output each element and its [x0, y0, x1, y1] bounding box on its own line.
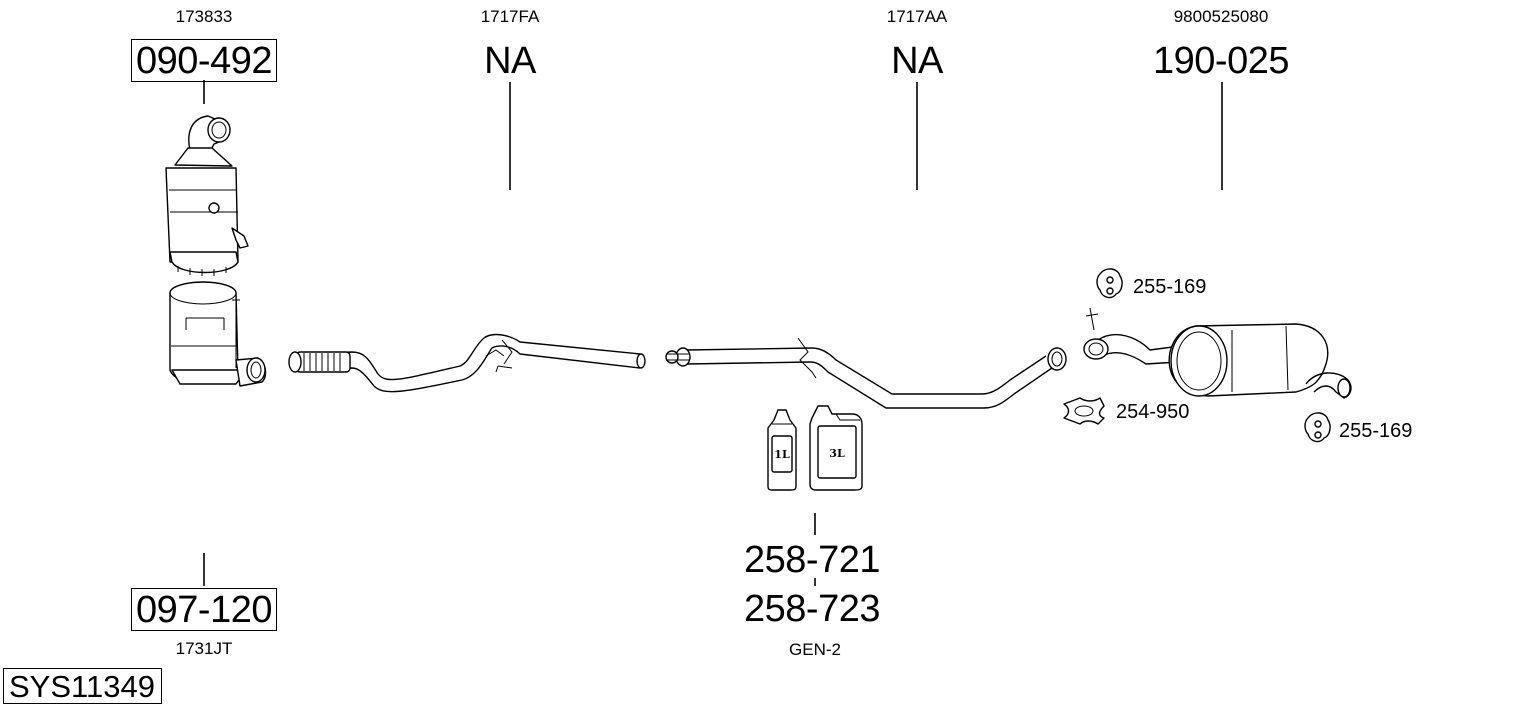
middle-pipe-part-number: NA	[891, 40, 943, 82]
additive-1l-volume: 1L	[774, 448, 790, 461]
additive-3l-container-icon	[809, 405, 863, 491]
rear-silencer-part	[1083, 307, 1352, 399]
additive-3l-part-number: 258-723	[744, 588, 880, 630]
rubber-mount-top-part-number: 255-169	[1133, 276, 1207, 298]
middle-pipe-oem-ref: 1717AA	[886, 7, 948, 26]
dpf-oem-ref: 1731JT	[175, 639, 233, 658]
dpf-part	[169, 281, 267, 387]
front-pipe-oem-ref: 1717FA	[480, 7, 540, 26]
rear-silencer-part-number: 190-025	[1153, 40, 1289, 82]
middle-pipe-part	[665, 337, 1067, 409]
dpf-part-number: 097-120	[131, 588, 277, 631]
rear-silencer-oem-ref: 9800525080	[1173, 7, 1269, 26]
additive-1l-container-icon	[767, 409, 797, 491]
catalyst-oem-ref: 173833	[175, 7, 233, 26]
gasket-clamp-part-number: 254-950	[1116, 401, 1190, 423]
front-pipe-part-number: NA	[484, 40, 536, 82]
rubber-mount-rear-part-number: 255-169	[1339, 420, 1413, 442]
additive-type-note: GEN-2	[789, 640, 841, 659]
catalyst-part-number: 090-492	[131, 39, 277, 82]
rubber-mount-rear-icon	[1304, 412, 1331, 443]
system-code: SYS11349	[3, 668, 162, 704]
gasket-clamp-icon	[1063, 397, 1105, 425]
rubber-mount-top-icon	[1096, 268, 1123, 299]
front-pipe-part	[288, 333, 646, 393]
additive-1l-part-number: 258-721	[744, 539, 880, 581]
additive-3l-volume: 3L	[829, 447, 845, 460]
catalyst-part	[165, 115, 249, 276]
